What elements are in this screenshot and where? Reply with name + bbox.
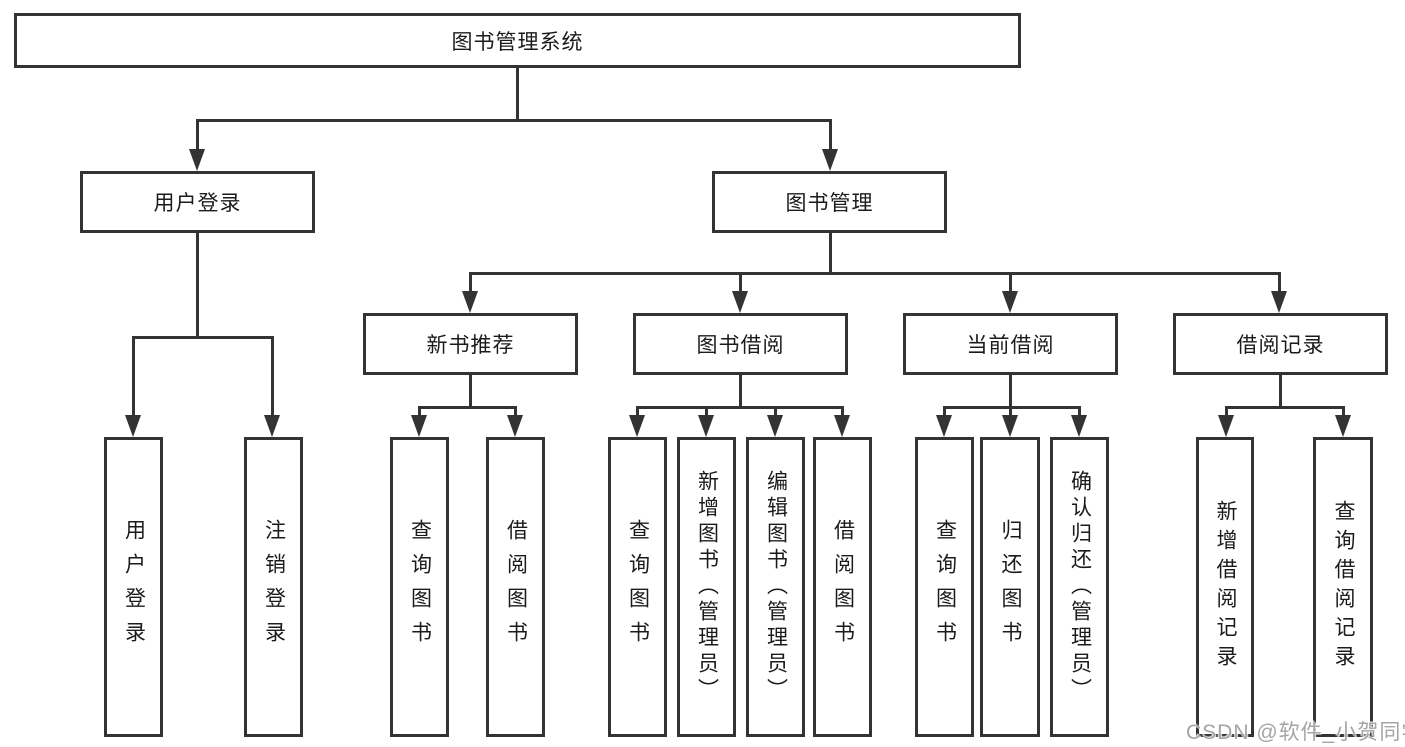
connector-to-leaf bbox=[636, 406, 639, 417]
connector-to-leaf bbox=[514, 406, 517, 417]
leaf-label: 查询图书 bbox=[933, 519, 957, 655]
leaf-label: 新增图书（管理员） bbox=[695, 470, 719, 704]
connector-to-leaf bbox=[841, 406, 844, 417]
connector-to-borrowing-records bbox=[1278, 272, 1281, 293]
arrow-down-icon bbox=[1271, 291, 1287, 313]
connector-user-login-rail bbox=[132, 336, 273, 339]
leaf-label: 用户登录 bbox=[122, 519, 146, 655]
arrow-down-icon bbox=[1071, 415, 1087, 437]
node-label: 当前借阅 bbox=[966, 334, 1055, 357]
node-book-borrowing: 图书借阅 bbox=[633, 313, 848, 375]
connector-to-leaf bbox=[943, 406, 946, 417]
arrow-down-icon bbox=[507, 415, 523, 437]
node-label: 新书推荐 bbox=[426, 334, 515, 357]
leaf-user-login: 用户登录 bbox=[104, 437, 163, 737]
leaf-label: 借阅图书 bbox=[831, 519, 855, 655]
leaf-logout: 注销登录 bbox=[244, 437, 303, 737]
leaf-label: 编辑图书（管理员） bbox=[764, 470, 788, 704]
leaf-query-books-current: 查询图书 bbox=[915, 437, 974, 737]
node-label: 图书借阅 bbox=[696, 334, 785, 357]
arrow-down-icon bbox=[264, 415, 280, 437]
arrow-down-icon bbox=[629, 415, 645, 437]
arrow-down-icon bbox=[462, 291, 478, 313]
arrow-down-icon bbox=[189, 149, 205, 171]
leaf-label: 查询借阅记录 bbox=[1332, 500, 1355, 674]
arrow-down-icon bbox=[1335, 415, 1351, 437]
arrow-down-icon bbox=[732, 291, 748, 313]
connector-to-leaf bbox=[418, 406, 421, 417]
arrow-down-icon bbox=[822, 149, 838, 171]
leaf-label: 确认归还（管理员） bbox=[1068, 470, 1092, 704]
connector-current-stem bbox=[1009, 375, 1012, 406]
node-new-book-recommendation: 新书推荐 bbox=[363, 313, 578, 375]
connector-root-rail bbox=[196, 119, 832, 122]
arrow-down-icon bbox=[698, 415, 714, 437]
connector-to-current-borrowing bbox=[1009, 272, 1012, 293]
csdn-watermark: CSDN @软件_小贺同学 bbox=[1186, 721, 1405, 744]
leaf-query-books-recommend: 查询图书 bbox=[390, 437, 449, 737]
node-user-login-branch: 用户登录 bbox=[80, 171, 315, 233]
connector-book-management-stem bbox=[829, 233, 832, 272]
connector-to-leaf bbox=[1225, 406, 1228, 417]
connector-root-to-book-management bbox=[829, 119, 832, 151]
leaf-query-books-borrowing: 查询图书 bbox=[608, 437, 667, 737]
connector-root-stem bbox=[516, 68, 519, 119]
connector-recommendation-stem bbox=[469, 375, 472, 406]
leaf-label: 查询图书 bbox=[408, 519, 432, 655]
node-label: 图书管理 bbox=[785, 192, 874, 215]
arrow-down-icon bbox=[834, 415, 850, 437]
connector-user-login-stem bbox=[196, 233, 199, 336]
connector-to-leaf-logout bbox=[271, 336, 274, 417]
arrow-down-icon bbox=[936, 415, 952, 437]
node-label: 借阅记录 bbox=[1236, 334, 1325, 357]
leaf-label: 注销登录 bbox=[262, 519, 286, 655]
node-current-borrowing: 当前借阅 bbox=[903, 313, 1118, 375]
connector-borrowing-rail bbox=[636, 406, 843, 409]
leaf-label: 借阅图书 bbox=[504, 519, 528, 655]
node-label: 用户登录 bbox=[153, 192, 242, 215]
connector-to-new-book-recommendation bbox=[469, 272, 472, 293]
connector-book-management-rail bbox=[469, 272, 1281, 275]
leaf-query-borrow-record: 查询借阅记录 bbox=[1313, 437, 1373, 737]
connector-borrowing-stem bbox=[739, 375, 742, 406]
node-borrowing-records: 借阅记录 bbox=[1173, 313, 1388, 375]
connector-to-leaf bbox=[1009, 406, 1012, 417]
leaf-edit-books-admin: 编辑图书（管理员） bbox=[746, 437, 805, 737]
connector-to-leaf bbox=[1342, 406, 1345, 417]
leaf-add-books-admin: 新增图书（管理员） bbox=[677, 437, 736, 737]
connector-to-leaf bbox=[705, 406, 708, 417]
connector-to-leaf-user-login bbox=[132, 336, 135, 417]
leaf-label: 查询图书 bbox=[626, 519, 650, 655]
arrow-down-icon bbox=[1002, 291, 1018, 313]
connector-records-rail bbox=[1225, 406, 1344, 409]
connector-to-leaf bbox=[1078, 406, 1081, 417]
arrow-down-icon bbox=[767, 415, 783, 437]
leaf-borrow-books-recommend: 借阅图书 bbox=[486, 437, 545, 737]
connector-root-to-user-login bbox=[196, 119, 199, 151]
connector-records-stem bbox=[1279, 375, 1282, 406]
connector-to-book-borrowing bbox=[739, 272, 742, 293]
node-label: 图书管理系统 bbox=[451, 30, 584, 54]
leaf-borrow-books-borrowing: 借阅图书 bbox=[813, 437, 872, 737]
connector-to-leaf bbox=[774, 406, 777, 417]
leaf-label: 新增借阅记录 bbox=[1214, 500, 1237, 674]
node-library-management-system: 图书管理系统 bbox=[14, 13, 1021, 68]
arrow-down-icon bbox=[1002, 415, 1018, 437]
arrow-down-icon bbox=[1218, 415, 1234, 437]
leaf-confirm-return-admin: 确认归还（管理员） bbox=[1050, 437, 1109, 737]
leaf-label: 归还图书 bbox=[999, 519, 1022, 655]
node-book-management-branch: 图书管理 bbox=[712, 171, 947, 233]
leaf-return-books: 归还图书 bbox=[980, 437, 1040, 737]
leaf-add-borrow-record: 新增借阅记录 bbox=[1196, 437, 1254, 737]
connector-recommendation-rail bbox=[418, 406, 517, 409]
arrow-down-icon bbox=[411, 415, 427, 437]
arrow-down-icon bbox=[125, 415, 141, 437]
